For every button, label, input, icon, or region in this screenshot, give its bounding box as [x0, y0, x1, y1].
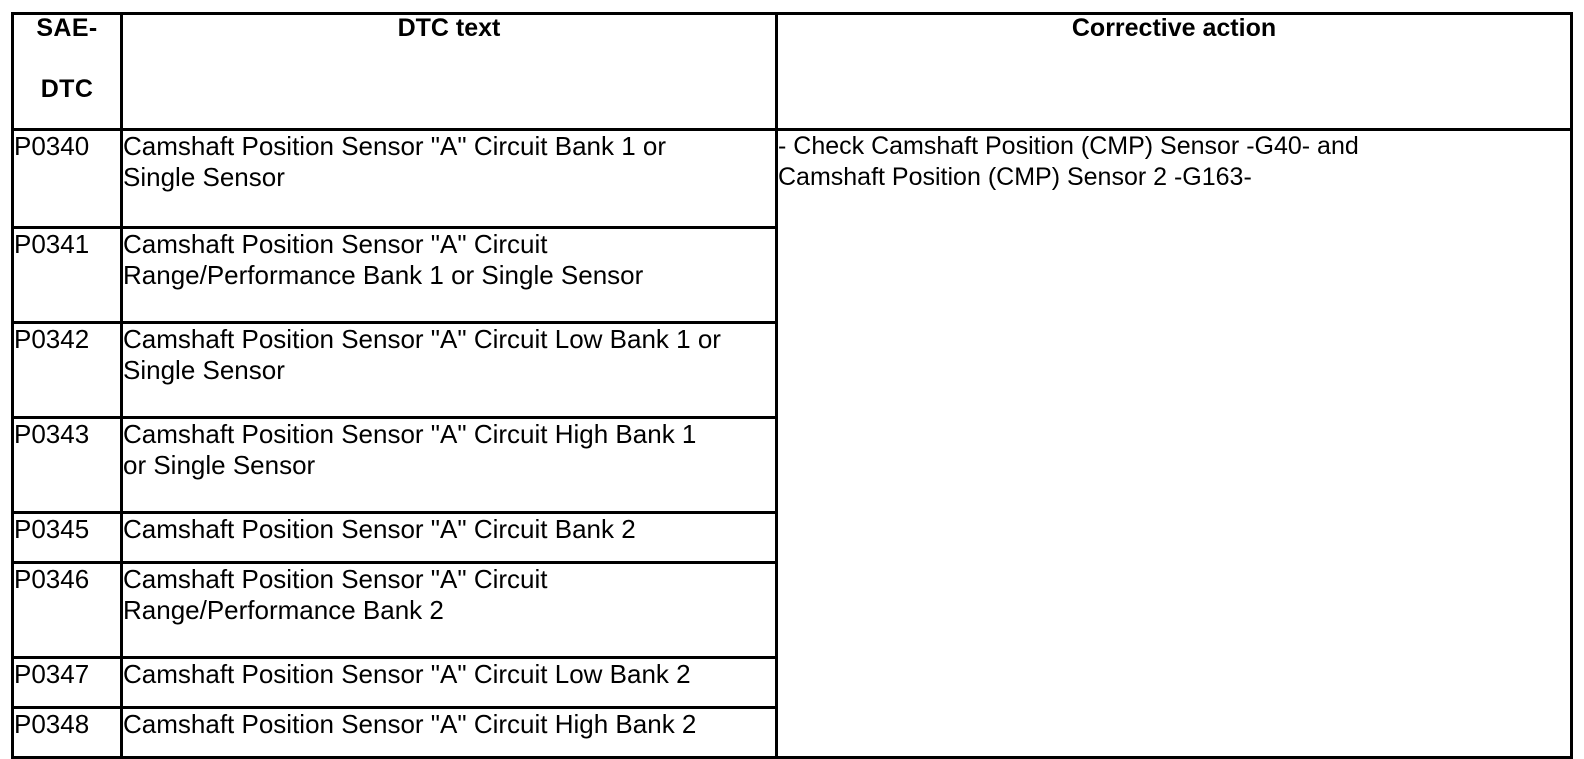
table-row: P0343 Camshaft Position Sensor "A" Circu…	[11, 416, 1572, 514]
table-row: P0347 Camshaft Position Sensor "A" Circu…	[11, 656, 1572, 709]
dtc-text-line1: Camshaft Position Sensor "A" Circuit	[123, 229, 548, 259]
cell-dtc-text: Camshaft Position Sensor "A" Circuit Low…	[120, 656, 778, 709]
column-header-sae-dtc-line2: DTC	[40, 75, 94, 104]
table-row: P0345 Camshaft Position Sensor "A" Circu…	[11, 511, 1572, 564]
cell-sae-dtc: P0347	[11, 656, 123, 709]
table-row: P0340 Camshaft Position Sensor "A" Circu…	[11, 128, 1573, 759]
table-row: P0346 Camshaft Position Sensor "A" Circu…	[11, 561, 1572, 659]
cell-sae-dtc: P0342	[11, 321, 123, 419]
cell-dtc-text: Camshaft Position Sensor "A" Circuit Ran…	[120, 226, 778, 324]
dtc-text-line1: Camshaft Position Sensor "A" Circuit Ban…	[123, 131, 667, 161]
cell-dtc-text: Camshaft Position Sensor "A" Circuit Ran…	[120, 561, 778, 659]
cell-sae-dtc: P0343	[11, 416, 123, 514]
dtc-text-line2: or Single Sensor	[123, 449, 316, 480]
page-root: SAE- DTC DTC text Corrective action P034…	[11, 12, 1573, 759]
dtc-text-line2: Range/Performance Bank 2	[123, 594, 444, 625]
cell-dtc-text: Camshaft Position Sensor "A" Circuit Hig…	[120, 706, 778, 759]
column-header-corrective-action: Corrective action	[775, 12, 1573, 131]
corrective-action-line1: - Check Camshaft Position (CMP) Sensor -…	[778, 132, 1359, 160]
dtc-text-line2: Range/Performance Bank 1 or Single Senso…	[123, 259, 644, 290]
table-row: P0341 Camshaft Position Sensor "A" Circu…	[11, 226, 1572, 324]
dtc-text-line2: Single Sensor	[123, 354, 285, 385]
dtc-text-line1: Camshaft Position Sensor "A" Circuit Hig…	[123, 709, 697, 739]
table-header: SAE- DTC DTC text Corrective action	[11, 12, 1573, 131]
header-row: SAE- DTC DTC text Corrective action	[11, 12, 1573, 131]
column-header-dtc-text: DTC text	[120, 12, 778, 131]
table-body: P0340 Camshaft Position Sensor "A" Circu…	[11, 128, 1573, 759]
corrective-action-line2: Camshaft Position (CMP) Sensor 2 -G163-	[778, 163, 1252, 191]
dtc-text-line1: Camshaft Position Sensor "A" Circuit	[123, 564, 548, 594]
dtc-text-line2: Single Sensor	[123, 161, 285, 192]
cell-dtc-text: Camshaft Position Sensor "A" Circuit Hig…	[120, 416, 778, 514]
cell-corrective-action: - Check Camshaft Position (CMP) Sensor -…	[775, 128, 1573, 759]
dtc-text-line1: Camshaft Position Sensor "A" Circuit Low…	[123, 324, 721, 354]
cell-dtc-text: Camshaft Position Sensor "A" Circuit Ban…	[120, 128, 778, 229]
cell-sae-dtc: P0340	[11, 128, 123, 229]
dtc-text-line1: Camshaft Position Sensor "A" Circuit Low…	[123, 659, 691, 689]
column-header-sae-dtc: SAE- DTC	[11, 12, 123, 131]
cell-sae-dtc: P0346	[11, 561, 123, 659]
dtc-text-line1: Camshaft Position Sensor "A" Circuit Ban…	[123, 514, 636, 544]
dtc-text-line1: Camshaft Position Sensor "A" Circuit Hig…	[123, 419, 697, 449]
cell-dtc-text: Camshaft Position Sensor "A" Circuit Low…	[120, 321, 778, 419]
cell-sae-dtc: P0348	[11, 706, 123, 759]
table-row: P0342 Camshaft Position Sensor "A" Circu…	[11, 321, 1572, 419]
dtc-fault-code-table: SAE- DTC DTC text Corrective action P034…	[11, 12, 1573, 759]
column-header-sae-dtc-line1: SAE-	[36, 14, 98, 42]
cell-dtc-text: Camshaft Position Sensor "A" Circuit Ban…	[120, 511, 778, 564]
cell-sae-dtc: P0341	[11, 226, 123, 324]
cell-sae-dtc: P0345	[11, 511, 123, 564]
